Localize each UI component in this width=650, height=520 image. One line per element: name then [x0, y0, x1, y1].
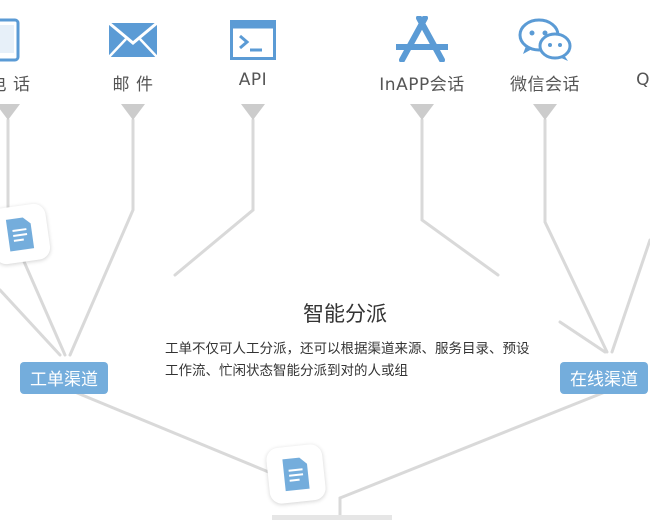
connector-online-down: [338, 388, 612, 500]
phone-icon: [0, 18, 22, 66]
connector-qq: [610, 238, 650, 354]
channel-label-qq: QQ: [636, 70, 650, 90]
channel-label-wechat: 微信会话: [510, 75, 580, 95]
arrow-email: [121, 104, 145, 120]
connector-right-far: [558, 320, 607, 354]
document-badge-bottom: [265, 443, 327, 505]
connector-email: [68, 118, 135, 357]
connector-inapp: [420, 118, 500, 277]
channel-label-api: API: [238, 70, 268, 90]
channel-label-phone: 电 话: [0, 75, 31, 95]
ticket-channel-tag: 工单渠道: [20, 362, 108, 394]
document-badge-left: [0, 202, 52, 266]
channel-label-email: 邮 件: [112, 75, 154, 95]
arrow-wechat: [533, 104, 557, 120]
arrow-phone: [0, 104, 20, 120]
wechat-icon: [518, 18, 572, 66]
bottom-box-edge: [272, 515, 392, 520]
smart-assignment-title: 智能分派: [303, 302, 387, 326]
connector-api: [173, 118, 255, 277]
arrow-inapp: [410, 104, 434, 120]
connector-ticket-down: [68, 388, 302, 487]
smart-assignment-description: 工单不仅可人工分派，还可以根据渠道来源、服务目录、预设工作流、忙闲状态智能分派到…: [165, 341, 530, 379]
channel-label-inapp: InAPP会话: [379, 75, 465, 95]
arrow-api: [241, 104, 265, 120]
document-icon: [5, 217, 35, 252]
online-channel-tag: 在线渠道: [560, 362, 648, 394]
document-icon: [282, 457, 310, 492]
envelope-icon: [108, 21, 158, 62]
connector-wechat: [543, 118, 609, 354]
app-store-icon: [394, 15, 450, 66]
connector-left-far: [0, 288, 62, 357]
terminal-window-icon: [230, 20, 276, 64]
